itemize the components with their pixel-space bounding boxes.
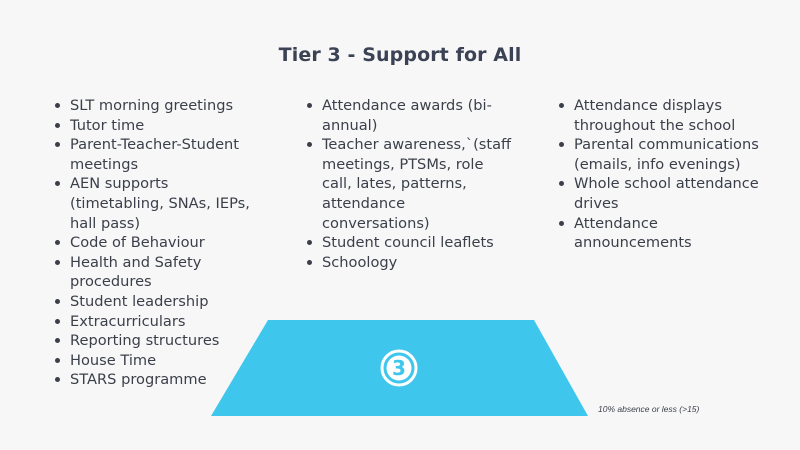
list-item: Code of Behaviour	[54, 233, 254, 253]
list-item: Attendance announcements	[558, 214, 778, 253]
list-item: Parent-Teacher-Student meetings	[54, 135, 254, 174]
list-item: STARS programme	[54, 370, 254, 390]
list-item: SLT morning greetings	[54, 96, 254, 116]
slide-title: Tier 3 - Support for All	[278, 44, 522, 66]
list-item: Attendance awards (bi-annual)	[306, 96, 516, 135]
list-item: Student leadership	[54, 292, 254, 312]
list-item: AEN supports (timetabling, SNAs, IEPs, h…	[54, 174, 254, 233]
list-item: Teacher awareness,`(staff meetings, PTSM…	[306, 135, 516, 233]
list-item: Tutor time	[54, 116, 254, 136]
list-item: Health and Safety procedures	[54, 253, 254, 292]
support-list-column-2: Attendance awards (bi-annual) Teacher aw…	[306, 96, 516, 272]
tier-badge-number: 3	[392, 356, 406, 380]
list-item: House Time	[54, 351, 254, 371]
list-item: Attendance displays throughout the schoo…	[558, 96, 778, 135]
list-item: Parental communications (emails, info ev…	[558, 135, 778, 174]
support-list-column-1: SLT morning greetings Tutor time Parent-…	[54, 96, 254, 390]
list-item: Whole school attendance drives	[558, 174, 778, 213]
list-item: Schoology	[306, 253, 516, 273]
support-list-column-3: Attendance displays throughout the schoo…	[558, 96, 778, 253]
tier-footnote: 10% absence or less (>15)	[598, 404, 700, 414]
list-item: Extracurriculars	[54, 312, 254, 332]
tier-badge-icon: 3	[380, 349, 418, 387]
list-item: Reporting structures	[54, 331, 254, 351]
list-item: Student council leaflets	[306, 233, 516, 253]
